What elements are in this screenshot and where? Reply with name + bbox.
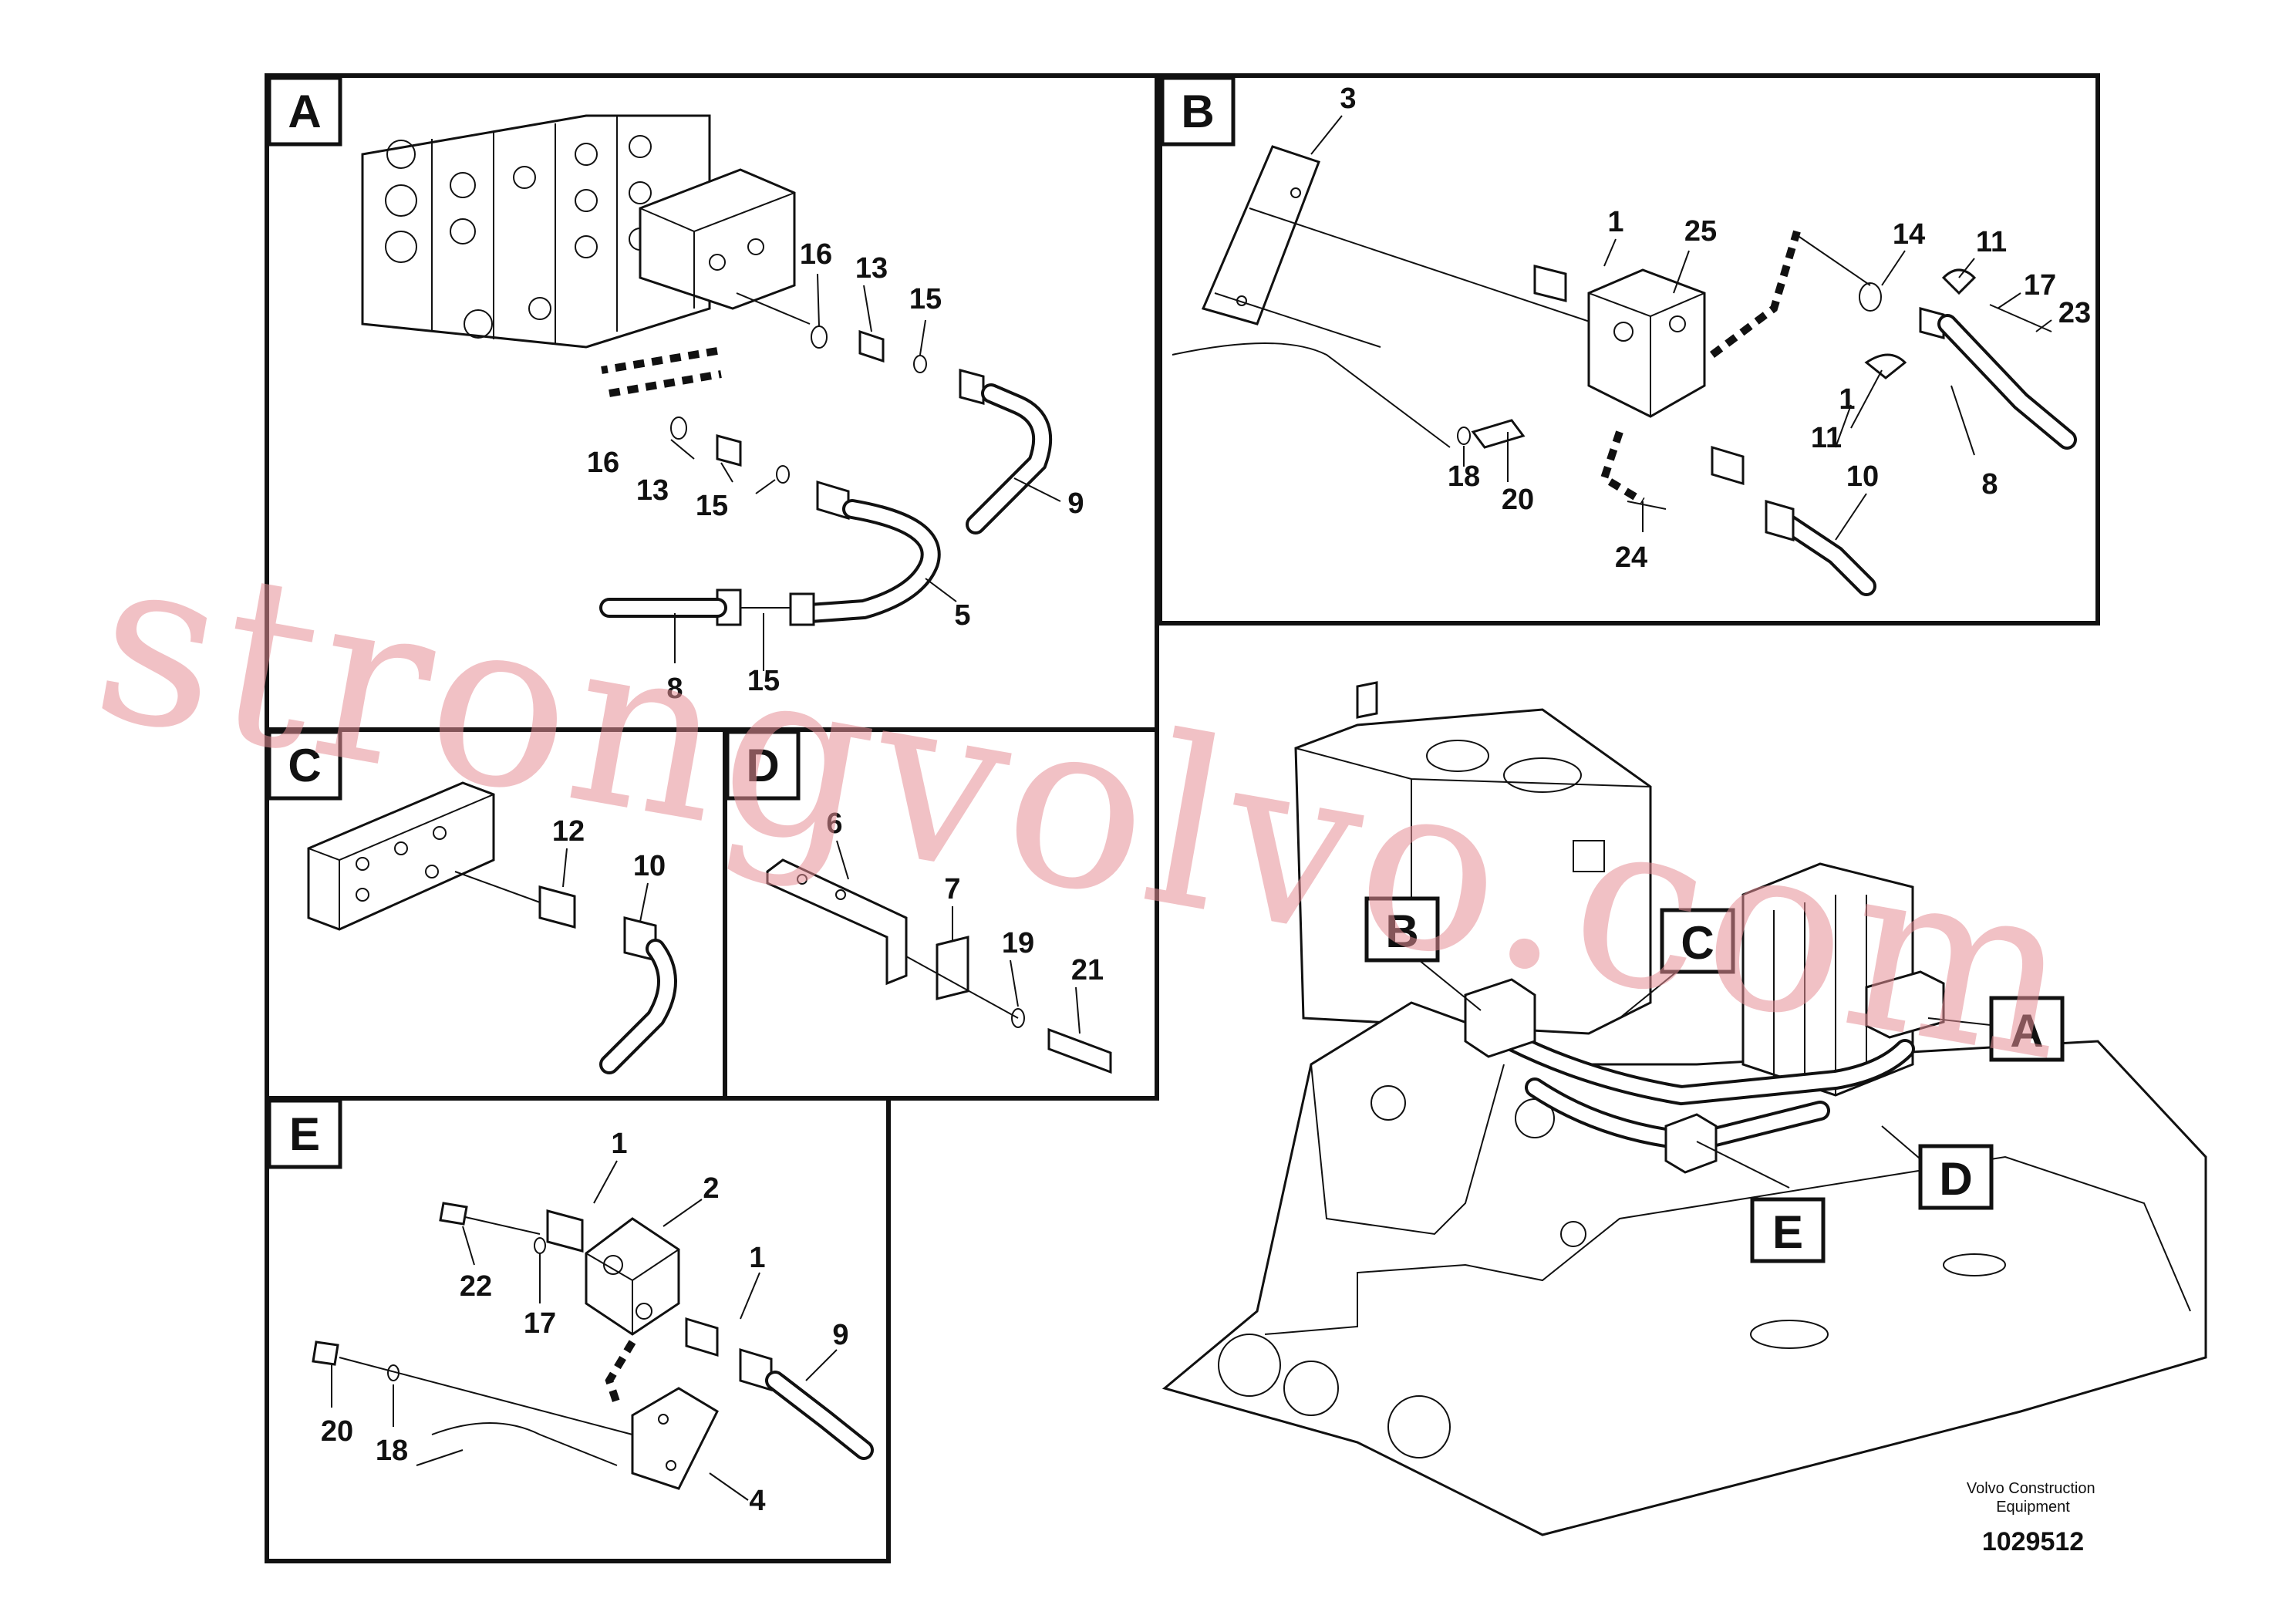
overview-callout-b: B [1364, 896, 1440, 963]
label-7: 7 [944, 873, 960, 905]
overview-callout-c: C [1660, 908, 1735, 974]
label-15: 15 [696, 490, 728, 522]
label-8: 8 [1981, 468, 1998, 501]
label-21: 21 [1071, 954, 1104, 986]
label-23: 23 [2058, 297, 2091, 329]
panel-b-tag: B [1181, 86, 1214, 137]
label-12: 12 [552, 815, 585, 848]
label-2: 2 [703, 1172, 719, 1205]
panel-e: E 1 2 22 17 1 9 20 18 4 [265, 1096, 891, 1563]
label-17: 17 [2024, 269, 2056, 302]
label-18: 18 [1448, 460, 1480, 493]
overview-callout-d: D [1918, 1144, 1994, 1210]
label-18: 18 [376, 1435, 408, 1467]
svg-text:C: C [1681, 917, 1714, 969]
panel-d: D 6 7 19 21 [723, 727, 1159, 1101]
overview-callout-e: E [1750, 1197, 1826, 1263]
label-13: 13 [636, 474, 669, 507]
label-6: 6 [826, 808, 842, 840]
footer-drawing-number: 1029512 [1982, 1527, 2084, 1556]
machine-overview [1161, 681, 2207, 1536]
watermark: strongvolvo.com [79, 501, 2095, 1114]
footer-company: Volvo Construction Equipment [1967, 1480, 2099, 1516]
svg-text:B: B [1385, 905, 1418, 957]
label-1: 1 [1839, 383, 1855, 416]
panel-a-tag: A [288, 86, 321, 137]
svg-text:A: A [2010, 1005, 2043, 1057]
panel-c-tag: C [288, 740, 321, 791]
label-4: 4 [749, 1485, 765, 1517]
label-24: 24 [1615, 541, 1647, 574]
label-8: 8 [666, 673, 683, 705]
overview-callout-a: A [1989, 996, 2065, 1062]
label-14: 14 [1893, 218, 1925, 251]
svg-text:E: E [1772, 1206, 1803, 1258]
panel-c: C 12 10 [265, 727, 727, 1101]
label-22: 22 [460, 1270, 492, 1303]
label-3: 3 [1340, 83, 1356, 115]
label-17: 17 [524, 1307, 556, 1340]
label-9: 9 [1067, 487, 1084, 520]
label-25: 25 [1684, 215, 1717, 248]
label-20: 20 [321, 1415, 353, 1448]
label-10: 10 [1846, 460, 1879, 493]
label-16: 16 [587, 447, 619, 479]
svg-text:D: D [1939, 1153, 1972, 1205]
label-20: 20 [1502, 484, 1534, 516]
label-1: 1 [1607, 206, 1623, 238]
label-1: 1 [611, 1128, 627, 1160]
label-19: 19 [1002, 927, 1034, 959]
panel-d-tag: D [746, 740, 779, 791]
panel-e-tag: E [289, 1108, 320, 1160]
label-11: 11 [1976, 226, 2007, 258]
control-valve-illustration [361, 114, 796, 349]
label-15: 15 [909, 283, 942, 315]
panel-b: B 3 1 [1158, 73, 2100, 626]
panel-a: A [265, 73, 1159, 732]
label-10: 10 [633, 850, 666, 882]
label-16: 16 [800, 238, 832, 271]
label-5: 5 [954, 599, 970, 632]
label-15: 15 [747, 665, 780, 697]
label-13: 13 [855, 252, 888, 285]
label-9: 9 [832, 1319, 848, 1351]
label-1: 1 [749, 1242, 765, 1274]
label-11: 11 [1811, 422, 1842, 454]
